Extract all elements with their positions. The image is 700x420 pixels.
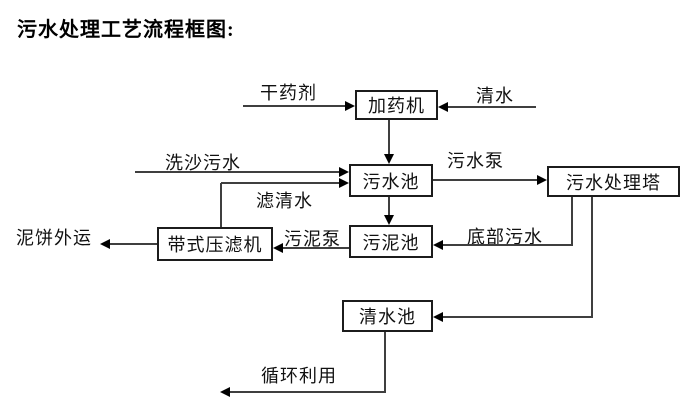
edge-wastewater-pump-arrowhead-icon bbox=[537, 175, 547, 185]
node-belt-filter-press: 带式压滤机 bbox=[157, 227, 273, 261]
edge-sand-washing-line bbox=[135, 171, 339, 173]
edge-clean-water-line bbox=[448, 106, 536, 108]
label-mud-cake-shipped-out: 泥饼外运 bbox=[16, 228, 92, 248]
edge-tower-to-clean-pool-vertical-line bbox=[591, 197, 593, 318]
edge-pool-to-sludge-arrowhead-icon bbox=[384, 215, 394, 225]
label-recycled-use: 循环利用 bbox=[261, 366, 337, 386]
edge-mud-cake-arrowhead-icon bbox=[100, 239, 110, 249]
edge-tower-to-clean-pool-line bbox=[443, 316, 593, 318]
node-sludge-pool: 污泥池 bbox=[349, 225, 433, 258]
edge-bottom-wastewater-arrowhead-icon bbox=[433, 240, 443, 250]
edge-dry-chemical-line bbox=[243, 105, 345, 107]
label-filtered-clean-water: 滤清水 bbox=[256, 191, 313, 211]
label-sand-washing-wastewater: 洗沙污水 bbox=[165, 153, 241, 173]
edge-dosing-to-pool-line bbox=[388, 120, 390, 154]
node-clean-water-pool: 清水池 bbox=[342, 300, 433, 332]
edge-bottom-wastewater-line bbox=[443, 244, 573, 246]
edge-recycle-line bbox=[230, 391, 386, 393]
edge-clean-water-arrowhead-icon bbox=[438, 102, 448, 112]
edge-filtered-water-vertical-line bbox=[220, 183, 222, 227]
edge-filtered-water-arrowhead-icon bbox=[339, 178, 349, 188]
edge-recycle-vertical-line bbox=[384, 332, 386, 393]
edge-mud-cake-line bbox=[110, 243, 157, 245]
edge-sand-washing-arrowhead-icon bbox=[339, 167, 349, 177]
node-treatment-tower: 污水处理塔 bbox=[547, 166, 680, 197]
edge-pool-to-sludge-line bbox=[388, 197, 390, 215]
node-wastewater-pool: 污水池 bbox=[349, 164, 433, 197]
edge-sludge-pump-line bbox=[283, 247, 349, 249]
edge-filtered-water-line bbox=[221, 182, 339, 184]
edge-dry-chemical-arrowhead-icon bbox=[345, 101, 355, 111]
label-wastewater-pump: 污水泵 bbox=[447, 151, 504, 171]
edge-sludge-pump-arrowhead-icon bbox=[273, 243, 283, 253]
label-sludge-pump: 污泥泵 bbox=[284, 229, 341, 249]
edge-wastewater-pump-line bbox=[433, 179, 537, 181]
page-title: 污水处理工艺流程框图: bbox=[17, 19, 235, 41]
edge-bottom-wastewater-vertical-line bbox=[571, 197, 573, 246]
edge-tower-to-clean-pool-arrowhead-icon bbox=[433, 312, 443, 322]
label-clean-water: 清水 bbox=[476, 86, 514, 106]
label-dry-chemical: 干药剂 bbox=[260, 83, 317, 103]
edge-dosing-to-pool-arrowhead-icon bbox=[384, 154, 394, 164]
edge-recycle-arrowhead-icon bbox=[220, 387, 230, 397]
node-dosing-machine: 加药机 bbox=[355, 90, 438, 120]
label-bottom-wastewater: 底部污水 bbox=[467, 227, 543, 247]
